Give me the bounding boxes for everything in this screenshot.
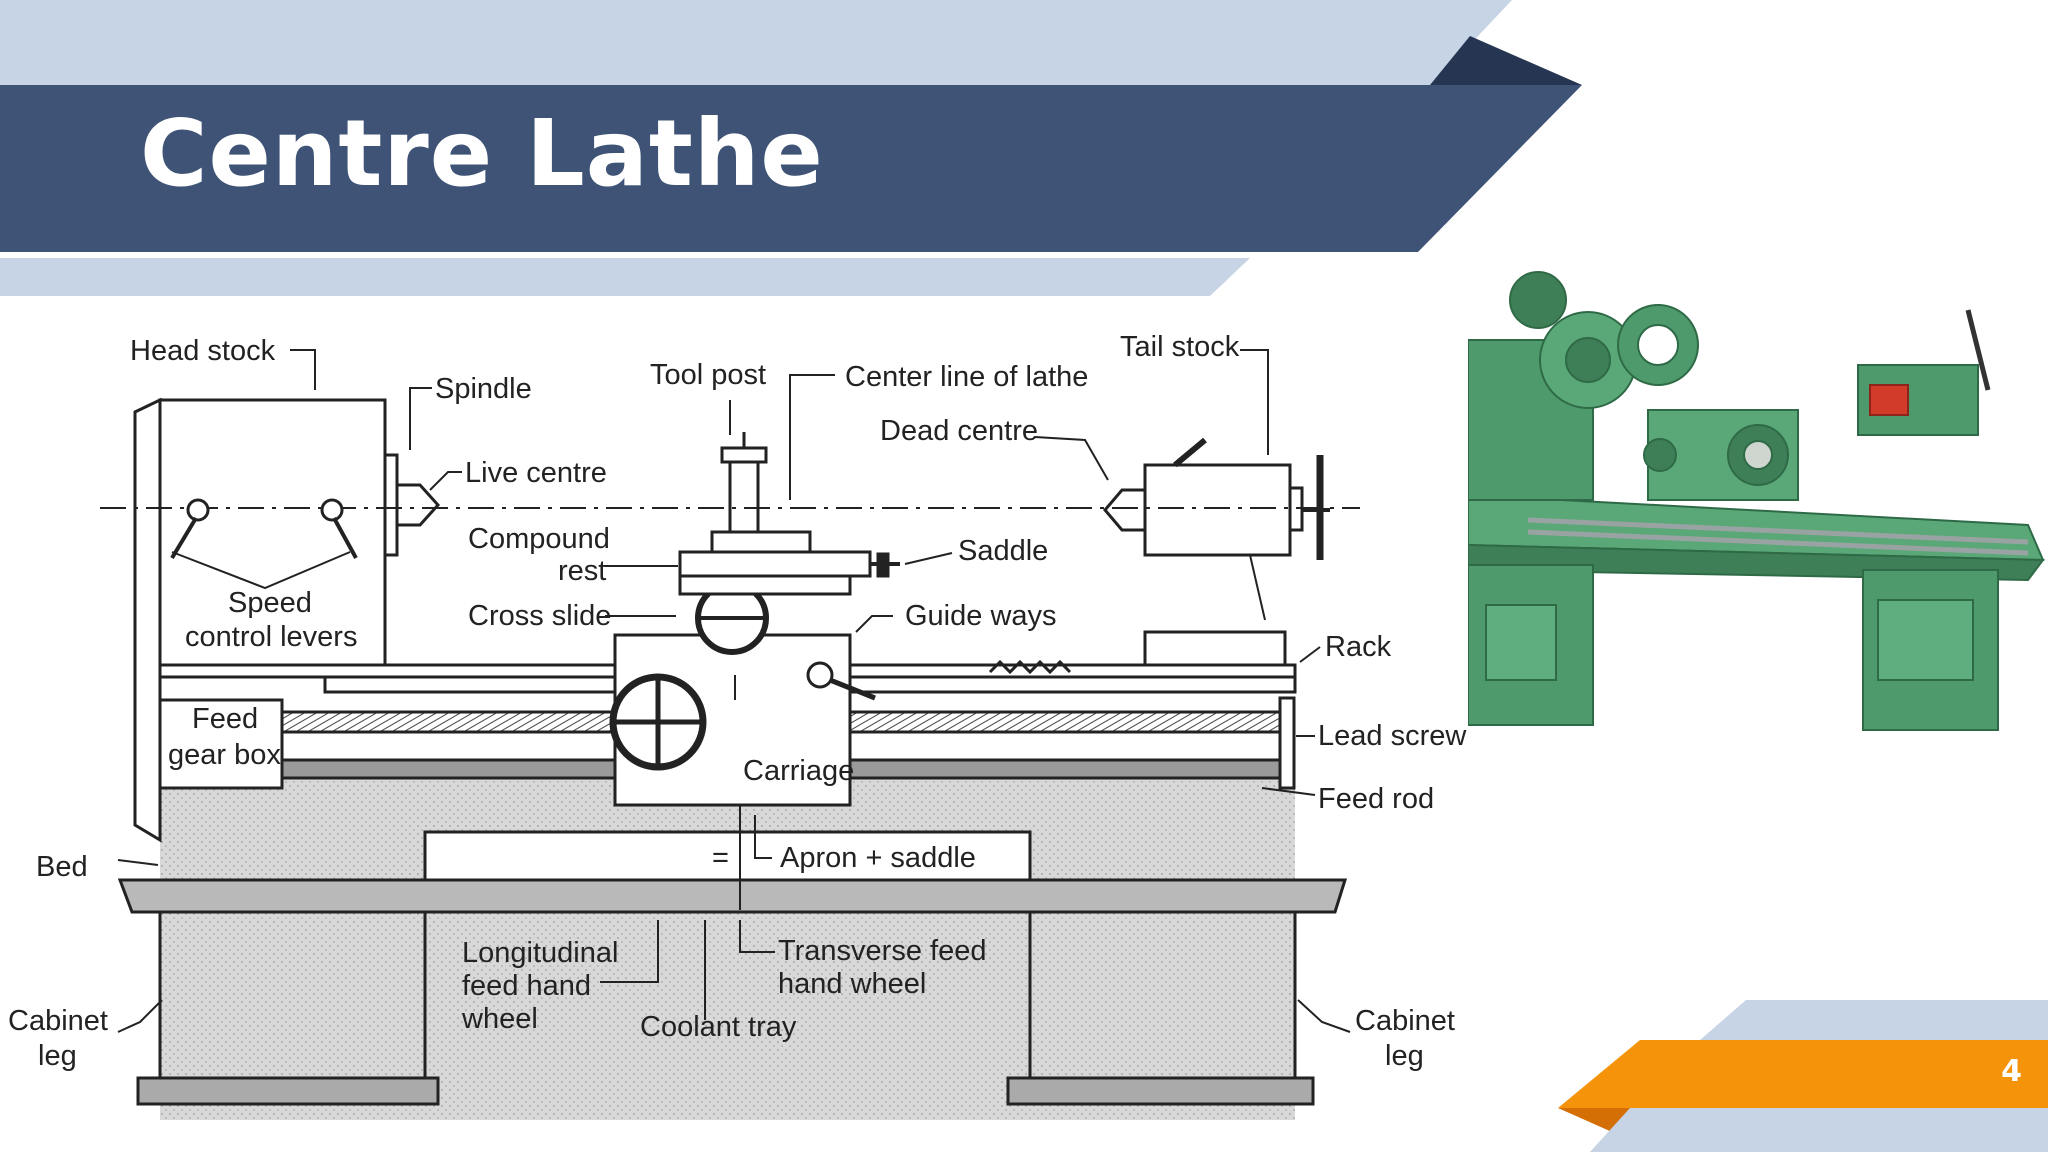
banner-main <box>0 85 1582 252</box>
label-tail-stock: Tail stock <box>1120 331 1240 363</box>
label-cabinet-right: Cabinet <box>1355 1005 1455 1037</box>
label-saddle: Saddle <box>958 535 1048 567</box>
label-apron-symbol: = <box>712 842 729 874</box>
banner-light-stripe-bottom <box>0 258 1250 296</box>
footer-light-bottom <box>1590 1108 2048 1152</box>
label-carriage: Carriage <box>743 755 854 787</box>
label-leg-left: leg <box>38 1040 77 1072</box>
dead-centre <box>1103 488 1147 532</box>
label-rack: Rack <box>1325 631 1392 663</box>
apron-lever-knob <box>806 661 834 689</box>
tool-post-base <box>710 530 812 554</box>
lathe-diagram: Head stock Spindle Tool post Center line… <box>8 331 1467 1120</box>
label-center-line: Center line of lathe <box>845 361 1088 393</box>
guide-ways-spring <box>988 659 1072 675</box>
label-apron-saddle: Apron + saddle <box>780 842 976 874</box>
label-hand-wheel: hand wheel <box>778 968 926 1000</box>
right-bearing <box>1278 696 1296 790</box>
label-head-stock: Head stock <box>130 335 276 367</box>
banner-navy-fold <box>1430 36 1582 85</box>
label-speed: Speed <box>228 587 312 619</box>
label-leg-right: leg <box>1385 1040 1424 1072</box>
label-wheel: wheel <box>461 1003 538 1035</box>
lathe-photo <box>1468 271 2045 731</box>
slide-title: Centre Lathe <box>140 100 824 207</box>
label-live-centre: Live centre <box>465 457 607 489</box>
label-gear-box: gear box <box>168 739 281 771</box>
tailstock-base <box>1143 630 1287 667</box>
label-compound: Compound <box>468 523 610 555</box>
footer-light-top <box>1700 1000 2048 1040</box>
apron-saddle-box <box>423 830 1032 882</box>
label-dead-centre: Dead centre <box>880 415 1038 447</box>
label-rest: rest <box>558 555 606 587</box>
headstock-front <box>133 397 162 843</box>
page-number: 4 <box>2001 1054 2022 1089</box>
right-leg-foot <box>1006 1076 1315 1106</box>
label-cross-slide: Cross slide <box>468 600 611 632</box>
live-centre <box>395 483 441 527</box>
left-leg-foot <box>136 1076 440 1106</box>
label-tool-post: Tool post <box>650 359 766 391</box>
footer-orange-fold <box>1558 1108 1640 1132</box>
label-lead-screw: Lead screw <box>1318 720 1467 752</box>
label-bed: Bed <box>36 851 88 883</box>
label-guide-ways: Guide ways <box>905 600 1057 632</box>
label-control-levers: control levers <box>185 621 357 653</box>
banner-light-stripe-top <box>0 0 1512 85</box>
tool-post <box>728 458 760 534</box>
label-feed-hand: feed hand <box>462 970 591 1002</box>
feed-gear-box <box>158 698 284 790</box>
label-feed-rod: Feed rod <box>1318 783 1434 815</box>
label-transverse-feed: Transverse feed <box>778 935 986 967</box>
left-cabinet-leg <box>158 910 427 1080</box>
label-cabinet-left: Cabinet <box>8 1005 108 1037</box>
footer-orange-bar <box>1558 1040 2048 1108</box>
label-coolant-tray: Coolant tray <box>640 1011 797 1043</box>
label-feed: Feed <box>192 703 258 735</box>
tailstock-body <box>1143 463 1292 557</box>
label-longitudinal: Longitudinal <box>462 937 618 969</box>
label-spindle: Spindle <box>435 373 532 405</box>
right-cabinet-leg <box>1028 910 1297 1080</box>
